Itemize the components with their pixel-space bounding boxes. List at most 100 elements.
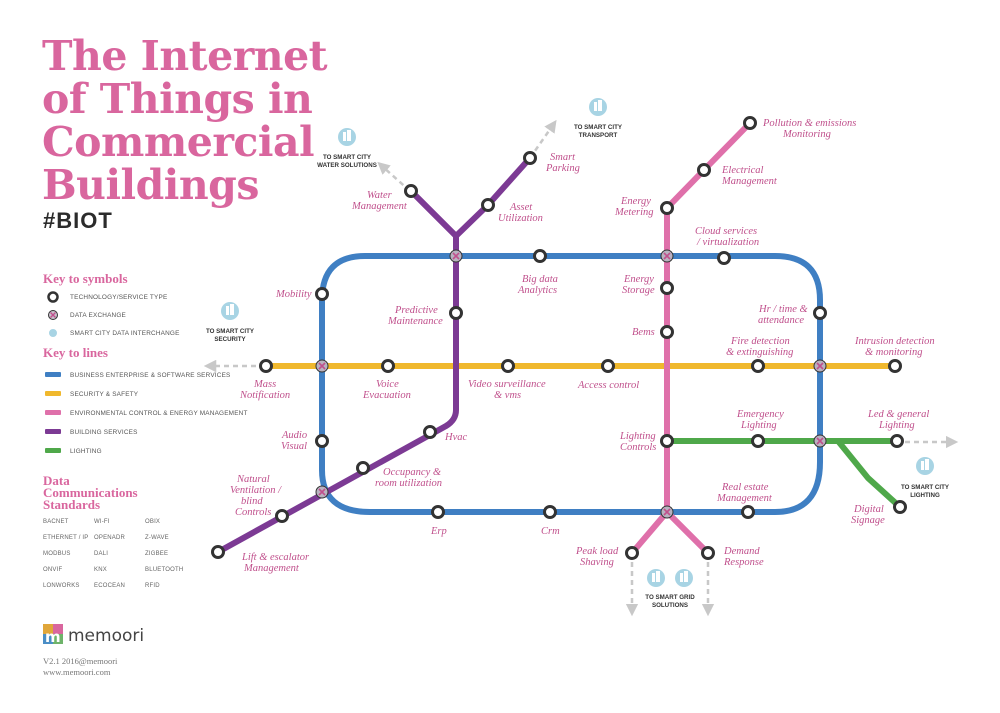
smart-city-label: WATER SOLUTIONS [317, 162, 377, 169]
station-label: Energy [623, 274, 654, 285]
station-lighting-controls-icon [660, 434, 674, 448]
city-building-icon [647, 569, 665, 587]
brand-block: m memoori V2.1 2016@memoori www.memoori.… [43, 624, 144, 677]
station-label: Signage [851, 515, 885, 526]
smart-city-label: TO SMART CITY [901, 484, 950, 491]
station-label: Emergency [736, 409, 784, 420]
station-hvac-icon [423, 425, 437, 439]
footer-url: www.memoori.com [43, 667, 111, 677]
standard-item: DALI [94, 551, 108, 557]
station-label: Management [243, 563, 300, 574]
station-label: Visual [281, 441, 307, 452]
memoori-logo-icon: m [43, 624, 63, 646]
smart-city-icons: TO SMART CITY WATER SOLUTIONS TO SMART C… [206, 98, 950, 609]
station-label: Shaving [580, 557, 614, 568]
station-label: Energy [620, 196, 651, 207]
station-intrusion-detection-icon [888, 359, 902, 373]
station-label: Demand [723, 546, 760, 557]
city-building-icon [221, 302, 239, 320]
station-access-control-icon [601, 359, 615, 373]
station-label: Water [367, 190, 393, 201]
station-emergency-lighting-icon [751, 434, 765, 448]
line-swatch-building [45, 429, 61, 434]
title-line-4: Buildings [42, 161, 259, 209]
station-electrical-management-icon [697, 163, 711, 177]
smart-city-label: LIGHTING [910, 492, 940, 499]
footer-version: V2.1 2016@memoori [43, 656, 118, 666]
station-label: Hr / time & [758, 304, 809, 315]
standard-item: OPENADR [94, 535, 126, 541]
station-label: Management [351, 201, 408, 212]
line-business [319, 253, 823, 515]
station-real-estate-icon [741, 505, 755, 519]
station-label: & extinguishing [726, 347, 793, 358]
station-hr-attendance-icon [813, 306, 827, 320]
city-building-icon [675, 569, 693, 587]
station-energy-storage-icon [660, 281, 674, 295]
svg-text:m: m [45, 628, 61, 646]
standard-item: MODBUS [43, 551, 71, 557]
hashtag: #BIOT [43, 208, 113, 233]
title-line-2: of Things in [42, 75, 312, 123]
standard-item: ECOCEAN [94, 583, 125, 589]
standards-heading: Standards [43, 497, 100, 512]
station-fire-detection-icon [751, 359, 765, 373]
station-occupancy-icon [356, 461, 370, 475]
station-label: Voice [376, 379, 399, 390]
station-label: attendance [758, 315, 804, 326]
station-label: Lighting [740, 420, 777, 431]
key-symbol-label: SMART CITY DATA INTERCHANGE [70, 330, 180, 337]
key-lines-heading: Key to lines [43, 345, 108, 360]
station-label: Controls [620, 442, 656, 453]
key-to-lines: Key to lines BUSINESS ENTERPRISE & SOFTW… [43, 345, 247, 455]
smart-city-label: TO SMART CITY [323, 154, 372, 161]
standard-item: ONVIF [43, 567, 62, 573]
station-label: Bems [632, 327, 655, 338]
station-mobility-icon [315, 287, 329, 301]
station-label: Maintenance [387, 316, 443, 327]
station-label: Parking [545, 163, 580, 174]
station-natural-ventilation-icon [275, 509, 289, 523]
line-swatch-security [45, 391, 61, 396]
brand-name: memoori [68, 626, 144, 646]
station-label: Big data [522, 274, 558, 285]
station-label: Smart [550, 152, 576, 163]
key-to-symbols: Key to symbols TECHNOLOGY/SERVICE TYPE D… [43, 271, 180, 338]
station-voice-evacuation-icon [381, 359, 395, 373]
station-peak-load-icon [625, 546, 639, 560]
data-exchange-icon [813, 359, 827, 373]
line-key-label: BUILDING SERVICES [70, 429, 138, 436]
line-lighting [665, 438, 903, 510]
station-digital-signage-icon [893, 500, 907, 514]
station-lift-escalator-icon [211, 545, 225, 559]
standards-heading: Communications [43, 485, 138, 500]
station-bems-icon [660, 325, 674, 339]
line-swatch-business [45, 372, 61, 377]
station-label: Natural [236, 474, 270, 485]
standards-heading: Data [43, 473, 70, 488]
station-demand-response-icon [701, 546, 715, 560]
data-exchange-icon [660, 249, 674, 263]
station-label: blind [241, 496, 263, 507]
station-label: Fire detection [730, 336, 790, 347]
station-label: Response [723, 557, 764, 568]
station-cloud-services-icon [717, 251, 731, 265]
title-block: The Internet of Things in Commercial Bui… [42, 32, 328, 233]
line-swatch-environmental [45, 410, 61, 415]
station-audio-visual-icon [315, 434, 329, 448]
station-label: Lighting [878, 420, 915, 431]
arrow-transport [528, 119, 557, 159]
line-key-label: LIGHTING [70, 448, 102, 455]
data-exchange-icon [315, 359, 329, 373]
data-exchange-icon [315, 485, 329, 499]
smart-city-arrows [203, 119, 959, 617]
station-label: Mobility [275, 289, 312, 300]
station-label: & vms [494, 390, 521, 401]
station-led-lighting-icon [890, 434, 904, 448]
key-symbol-label: TECHNOLOGY/SERVICE TYPE [70, 294, 167, 301]
city-building-icon [916, 457, 934, 475]
standard-item: ETHERNET / IP [43, 535, 89, 541]
station-label: Monitoring [782, 129, 831, 140]
station-label: Predictive [394, 305, 438, 316]
